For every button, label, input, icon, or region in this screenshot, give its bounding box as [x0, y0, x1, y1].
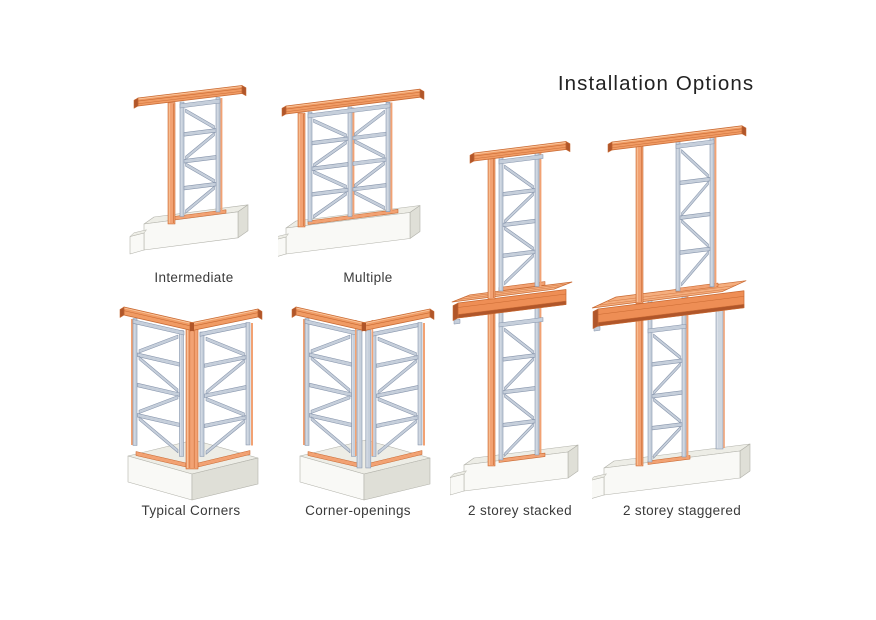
page-title: Installation Options: [557, 72, 755, 95]
figure-label-multiple: Multiple: [343, 270, 393, 285]
figure-typical-corners: [116, 296, 264, 506]
figure-label-intermediate: Intermediate: [154, 270, 234, 285]
figure-intermediate: [128, 78, 268, 278]
figure-two-storey-stacked: [450, 133, 590, 505]
figure-two-storey-staggered: [592, 118, 760, 508]
intermediate-illustration: [129, 85, 249, 255]
figure-corner-openings: [288, 296, 436, 506]
two-storey-stacked-illustration: [450, 141, 579, 496]
corner-openings-illustration: [291, 306, 435, 501]
figure-label-typical-corners: Typical Corners: [141, 503, 241, 518]
two-storey-staggered-illustration: [592, 125, 751, 499]
multiple-illustration: [278, 88, 425, 257]
figure-label-two-storey-stacked: 2 storey stacked: [468, 503, 572, 518]
typical-corners-illustration: [119, 306, 263, 501]
figure-label-corner-openings: Corner-openings: [305, 503, 411, 518]
figure-label-two-storey-staggered: 2 storey staggered: [622, 503, 742, 518]
figure-multiple: [278, 78, 428, 278]
